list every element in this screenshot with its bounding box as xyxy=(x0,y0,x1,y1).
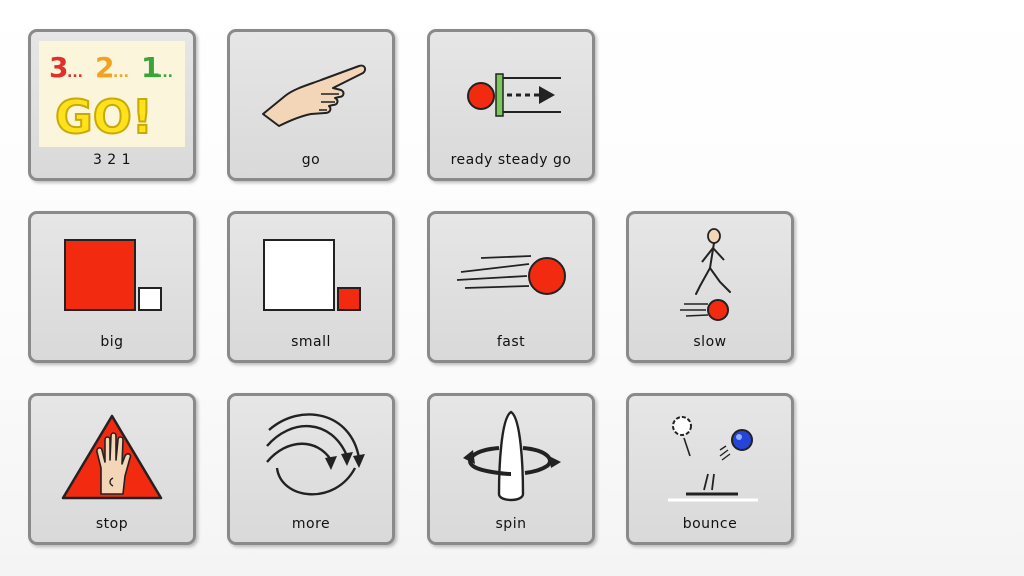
countdown-dots-1: ... xyxy=(67,65,83,81)
countdown-dots-3: ... xyxy=(157,65,173,81)
tile-go[interactable]: go xyxy=(227,29,395,181)
tile-more[interactable]: more xyxy=(227,393,395,545)
tile-label: 3 2 1 xyxy=(92,152,132,168)
fast-ball-icon xyxy=(438,222,584,330)
ready-steady-go-icon xyxy=(438,40,584,148)
small-square-icon xyxy=(238,222,384,330)
tile-bounce[interactable]: bounce xyxy=(626,393,794,545)
countdown-go-picture: 3 ... 2 ... 1 ... GO! xyxy=(39,40,185,148)
tile-label: small xyxy=(291,334,331,350)
tile-3-2-1[interactable]: 3 ... 2 ... 1 ... GO! 3 2 1 xyxy=(28,29,196,181)
slow-walker-icon xyxy=(637,222,783,330)
countdown-2-text: 2 xyxy=(95,51,114,84)
countdown-dots-2: ... xyxy=(113,65,129,81)
tile-label: stop xyxy=(95,516,129,532)
countdown-go-text: GO! xyxy=(55,90,153,144)
bounce-ball-icon xyxy=(637,404,783,512)
tile-label: fast xyxy=(496,334,526,350)
tile-label: ready steady go xyxy=(450,152,572,168)
tile-label: more xyxy=(291,516,331,532)
tile-label: bounce xyxy=(682,516,738,532)
tile-label: spin xyxy=(495,516,527,532)
tile-ready-steady-go[interactable]: ready steady go xyxy=(427,29,595,181)
countdown-1-text: 1 xyxy=(141,51,160,84)
tile-small[interactable]: small xyxy=(227,211,395,363)
tile-fast[interactable]: fast xyxy=(427,211,595,363)
stop-hand-icon xyxy=(39,404,185,512)
countdown-3-text: 3 xyxy=(49,51,68,84)
tile-label: slow xyxy=(693,334,727,350)
tile-stop[interactable]: stop xyxy=(28,393,196,545)
tile-spin[interactable]: spin xyxy=(427,393,595,545)
more-arrows-icon xyxy=(238,404,384,512)
tile-big[interactable]: big xyxy=(28,211,196,363)
tile-slow[interactable]: slow xyxy=(626,211,794,363)
spin-icon xyxy=(438,404,584,512)
tile-label: big xyxy=(100,334,124,350)
big-square-icon xyxy=(39,222,185,330)
pointing-hand-icon xyxy=(238,40,384,148)
tile-label: go xyxy=(301,152,321,168)
